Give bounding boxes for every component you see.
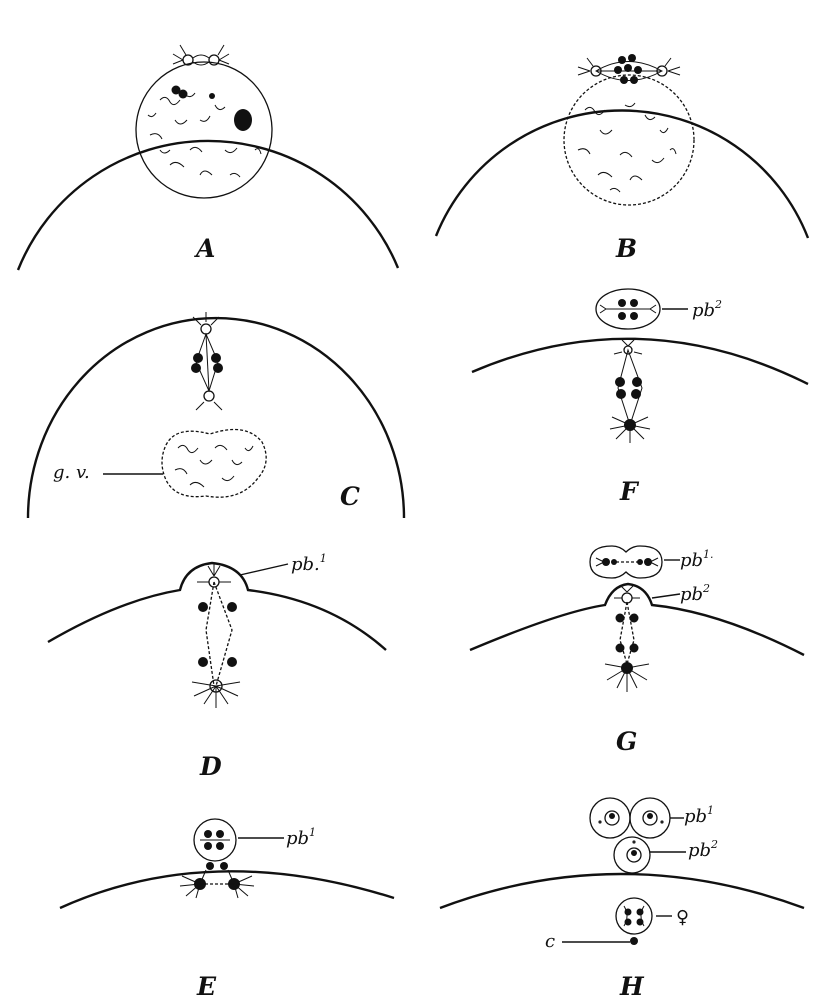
panel-b-egg-outline [436,111,808,238]
panel-f-egg-surface [472,339,808,384]
panel-b-label: B [615,234,637,263]
panel-a-label: A [194,234,215,263]
panel-e-polar-body [194,819,236,861]
panel-g-label: G [616,727,637,756]
panel-h-label: H [619,972,645,1001]
panel-d-spindle [192,564,240,708]
panel-h-pb1-label: pb1 [684,804,714,827]
panel-c-germinal-vesicle [162,430,266,498]
panel-e: pb1 E [60,819,394,1001]
panel-h-centrosome [630,937,638,945]
panel-e-label: E [196,972,217,1001]
panel-f-polar-body [596,289,660,329]
panel-b-chromatin [578,103,676,192]
panel-h-pb2-label: pb2 [688,838,718,861]
panel-d-pb-leader [240,564,288,575]
panel-d-pb-label: pb.1 [291,552,327,575]
panel-g-pb1-label: pb1. [680,548,714,571]
panel-c: g. v. C [28,312,404,518]
panel-d: pb.1 D [48,552,386,781]
panel-a-germinal-vesicle [136,62,272,198]
panel-a: A [18,45,398,270]
panel-c-spindle [191,312,223,410]
panel-c-chromatin [175,445,253,487]
panel-h-female-symbol: ♀ [676,907,689,928]
panel-a-chromosome [209,93,215,99]
panel-g-pb2-label: pb2 [680,582,710,605]
panel-e-egg-surface [60,871,394,908]
panel-a-chromosome [179,90,188,99]
panel-a-nucleolus [234,109,252,131]
panel-d-label: D [199,752,222,781]
panel-g: pb1. pb2 G [470,546,804,756]
panel-g-polar-body [590,546,662,578]
panel-c-gv-label: g. v. [53,462,90,483]
panel-f-label: F [619,477,640,506]
panel-g-pb2-leader [652,594,680,598]
panel-f: pb2 F [472,289,808,506]
panel-e-pb-label: pb1 [286,826,316,849]
panel-h: pb1 pb2 ♀ c H [440,798,804,1001]
panel-f-pb-label: pb2 [692,298,722,321]
panel-c-label: C [340,482,360,511]
panel-h-female-pronucleus [616,898,652,934]
panel-e-spindle [180,862,254,898]
panel-b-germinal-vesicle [564,75,694,205]
panel-b-spindle [578,54,680,84]
panel-b: B [436,54,808,263]
panel-f-spindle [610,340,650,443]
panel-h-centrosome-label: c [545,931,555,952]
panel-h-polar-bodies [590,798,670,873]
panel-d-egg-surface [48,563,386,650]
panel-a-chromatin [148,93,261,177]
panel-g-spindle [605,586,649,692]
